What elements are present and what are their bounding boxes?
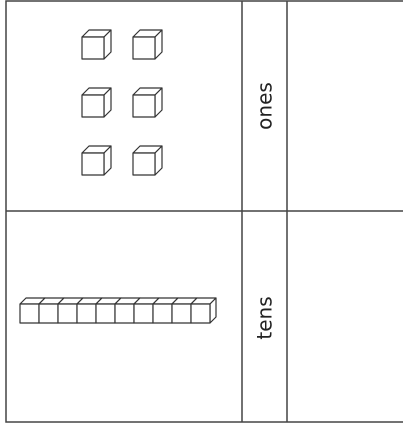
rod-unit-cube bbox=[191, 298, 216, 323]
unit-cube bbox=[133, 88, 162, 117]
unit-cube bbox=[82, 88, 111, 117]
tens-label: tens bbox=[253, 296, 277, 339]
ones-blocks bbox=[82, 30, 162, 175]
unit-cube bbox=[82, 146, 111, 175]
tens-blocks bbox=[20, 298, 216, 323]
tens-row: tens bbox=[20, 296, 277, 339]
ones-label: ones bbox=[253, 82, 277, 130]
unit-cube bbox=[133, 30, 162, 59]
unit-cube bbox=[133, 146, 162, 175]
unit-cube bbox=[82, 30, 111, 59]
ones-row: ones bbox=[82, 30, 277, 175]
ten-rod bbox=[20, 298, 216, 323]
table-grid bbox=[6, 1, 403, 422]
